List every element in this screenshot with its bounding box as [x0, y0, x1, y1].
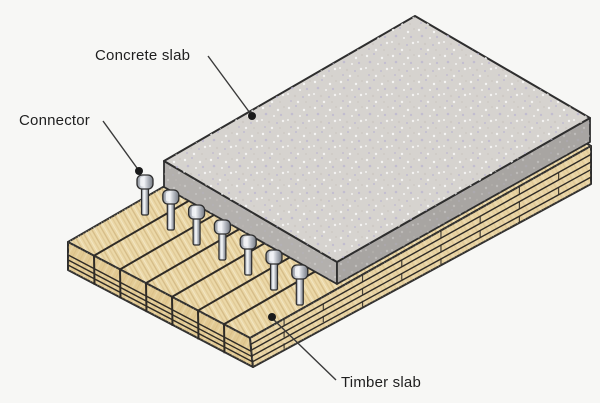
concrete-slab-label: Concrete slab [95, 47, 190, 64]
plank-end-joint [145, 283, 148, 313]
plank-end-joint [93, 255, 96, 285]
lamination-line [67, 254, 252, 352]
plank-end-joint [223, 324, 226, 354]
plank-divider [145, 223, 248, 285]
plank-end-joint [171, 296, 174, 326]
plank-end-joint [119, 269, 122, 299]
annotations: Concrete slab Connector Timber slab [19, 47, 421, 391]
lamination-line [251, 168, 592, 357]
concrete-slab [163, 15, 591, 285]
lamination-line [67, 264, 253, 363]
lamination-line [250, 153, 592, 345]
lamination-line [250, 161, 592, 351]
concrete-leader-line [207, 55, 251, 114]
lamination-line [67, 259, 253, 358]
plank-end-joint [197, 310, 200, 340]
lamination-line [252, 176, 592, 363]
plank-divider [197, 251, 300, 312]
connector-leader-dot [135, 167, 143, 175]
timber-slab-label: Timber slab [341, 374, 421, 391]
plank-divider [171, 237, 274, 298]
plank-divider [119, 210, 222, 271]
connector-label: Connector [19, 112, 90, 129]
lamination-lines [67, 153, 592, 363]
concrete-leader-dot [248, 112, 256, 120]
plank-divider [93, 196, 196, 257]
connector-leader-line [102, 120, 138, 169]
timber-leader-dot [268, 313, 276, 321]
timber-leader-line [273, 319, 337, 381]
